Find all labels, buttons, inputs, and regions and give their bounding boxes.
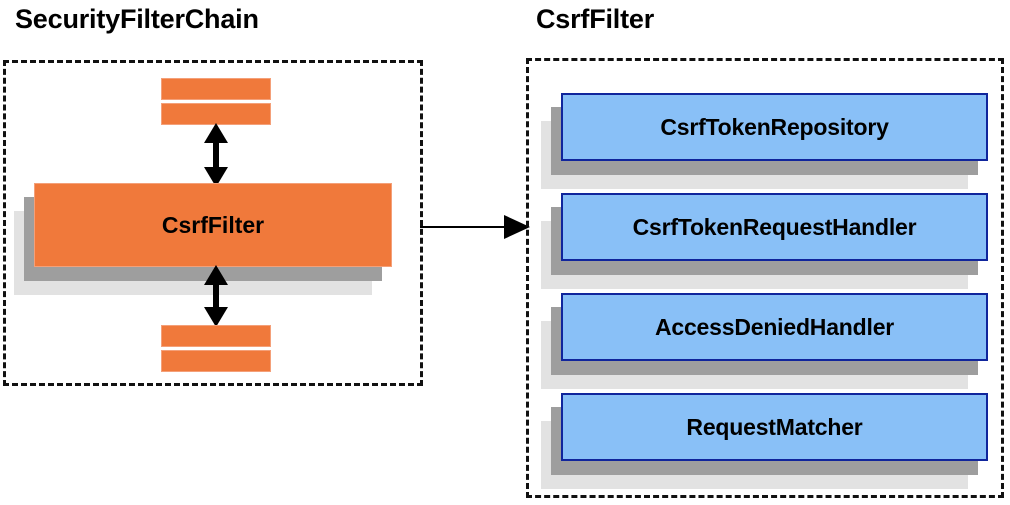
node-csrf-filter-label: CsrfFilter (34, 183, 392, 267)
csrf-filter-collaborators-panel (526, 58, 1004, 498)
page-title-csrf-filter: CsrfFilter (536, 4, 655, 34)
filter-bar-top-2 (161, 103, 271, 125)
double-headed-arrow-up (204, 123, 228, 187)
node-access-denied-handler[interactable]: AccessDeniedHandler (541, 293, 988, 389)
node-label: AccessDeniedHandler (561, 293, 988, 361)
filter-bar-top-1 (161, 78, 271, 100)
page-title-security-filter-chain: SecurityFilterChain (15, 4, 259, 34)
security-filter-chain-panel (3, 60, 423, 386)
node-label: RequestMatcher (561, 393, 988, 461)
node-request-matcher[interactable]: RequestMatcher (541, 393, 988, 489)
filter-bar-bottom-2 (161, 350, 271, 372)
node-csrf-token-repository[interactable]: CsrfTokenRepository (541, 93, 988, 189)
double-headed-arrow-down (204, 265, 228, 327)
node-csrf-token-request-handler[interactable]: CsrfTokenRequestHandler (541, 193, 988, 289)
node-label: CsrfTokenRequestHandler (561, 193, 988, 261)
node-csrf-filter[interactable]: CsrfFilter (14, 183, 392, 295)
csrf-filter-to-collaborators-arrow (420, 215, 530, 239)
filter-bar-bottom-1 (161, 325, 271, 347)
node-label: CsrfTokenRepository (561, 93, 988, 161)
